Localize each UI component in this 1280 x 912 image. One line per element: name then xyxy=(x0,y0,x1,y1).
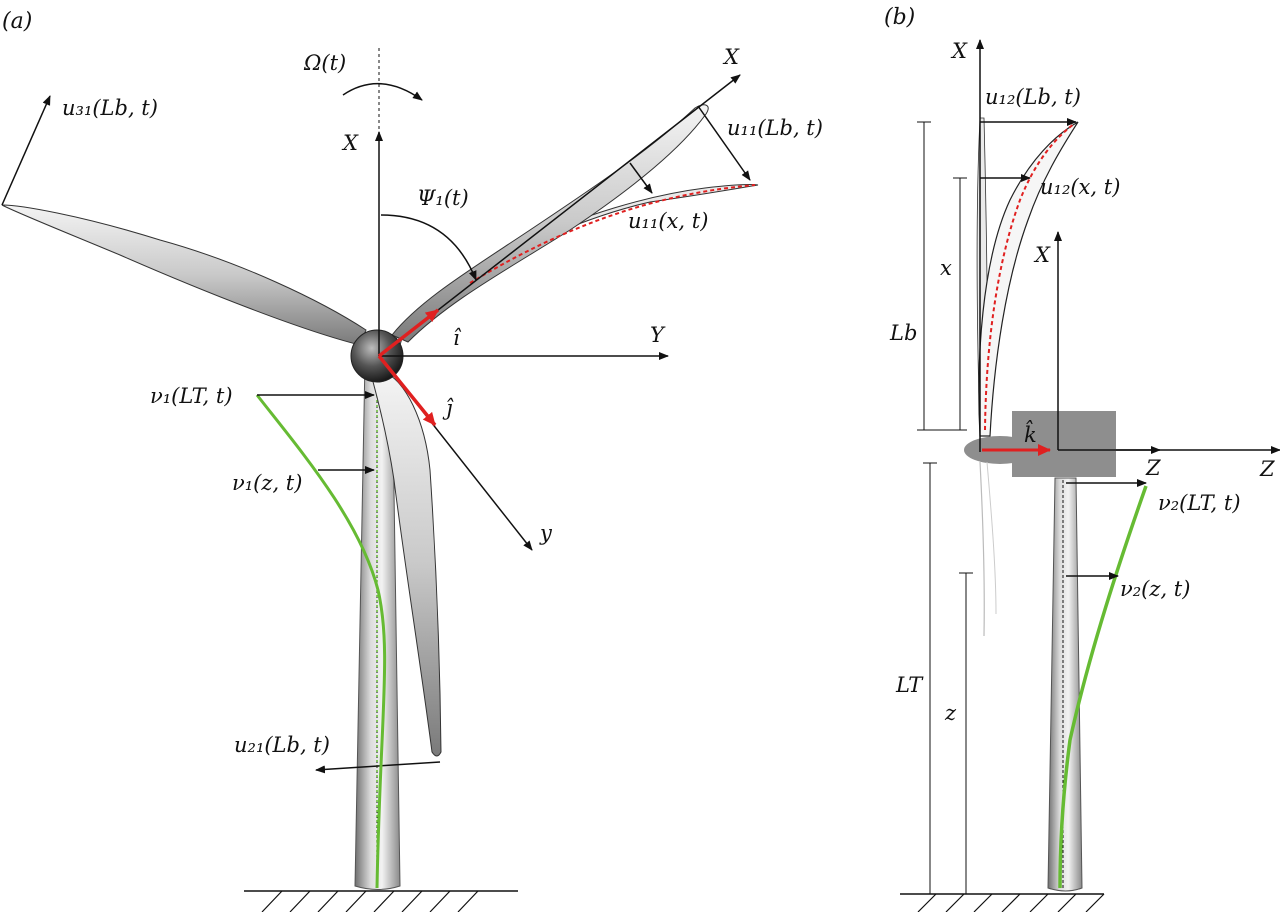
i-hat-vector xyxy=(377,308,440,358)
panel-a: (a) Ω(t) X Y X xyxy=(1,9,823,912)
v1-z-label: ν₁(z, t) xyxy=(232,471,302,495)
u21-tip-arrow xyxy=(315,761,441,774)
z-dimension xyxy=(959,572,973,894)
lb-dimension-label: Lb xyxy=(889,321,917,345)
x-axis-label-a: X xyxy=(341,131,359,155)
x-dimension xyxy=(953,177,967,430)
psi-arrow xyxy=(380,214,477,281)
u21-tip-label: u₂₁(Lb, t) xyxy=(234,733,330,757)
v1-top-label: ν₁(LT, t) xyxy=(150,384,233,408)
blade-y-axis-label: y xyxy=(539,521,553,545)
panel-b-label: (b) xyxy=(884,5,915,30)
u11-tip-arrow xyxy=(697,105,751,181)
x-axis-nacelle-label: X xyxy=(1033,243,1051,267)
panel-a-label: (a) xyxy=(2,9,32,34)
ground-b xyxy=(900,893,1105,912)
lt-dimension xyxy=(923,462,937,894)
k-hat-label: k̂ xyxy=(1024,420,1037,447)
lb-dimension xyxy=(917,121,967,431)
blade-side-deflected-centerline xyxy=(984,123,1075,431)
lt-dimension-label: LT xyxy=(895,673,924,697)
z-axis-long-label: Z xyxy=(1259,457,1275,481)
j-hat-vector xyxy=(377,354,437,427)
panel-b: (b) X X Z Z k̂ u₁ xyxy=(884,5,1280,912)
z-dimension-label: z xyxy=(944,701,957,725)
omega-arrow xyxy=(342,83,423,101)
blade-2 xyxy=(371,371,442,757)
tower-deflection-curve-b xyxy=(1058,485,1148,889)
blade-x-axis xyxy=(378,74,741,357)
omega-label: Ω(t) xyxy=(303,51,346,75)
u31-tip-arrow xyxy=(1,95,51,206)
u11-x-label: u₁₁(x, t) xyxy=(628,209,708,233)
blade-side-deflected xyxy=(978,121,1079,437)
j-hat-label: ĵ xyxy=(442,396,454,420)
blade-lower-edge-2 xyxy=(986,461,997,615)
u12-tip-label: u₁₂(Lb, t) xyxy=(985,85,1081,109)
blade-1-deflected-centerline xyxy=(469,184,756,284)
tower-b xyxy=(1047,477,1083,892)
u31-tip-label: u₃₁(Lb, t) xyxy=(62,96,158,120)
z-axis-short-label: Z xyxy=(1145,456,1161,480)
blade-x-axis-label: X xyxy=(722,45,740,69)
v2-top-label: ν₂(LT, t) xyxy=(1158,491,1241,515)
y-axis-label-a: Y xyxy=(650,323,666,347)
ground-a xyxy=(244,890,518,912)
x-axis-label-b: X xyxy=(950,39,968,63)
blade-lower-edge xyxy=(979,461,985,637)
psi-label: Ψ₁(t) xyxy=(417,186,469,210)
u12-x-label: u₁₂(x, t) xyxy=(1040,175,1120,199)
x-dimension-label: x xyxy=(940,256,952,280)
u11-tip-label: u₁₁(Lb, t) xyxy=(727,116,823,140)
u11-x-arrow xyxy=(629,162,653,194)
i-hat-label: î xyxy=(453,326,462,350)
blade-3 xyxy=(1,204,367,346)
tower-deflection-curve-a xyxy=(255,394,387,889)
v2-z-label: ν₂(z, t) xyxy=(1120,577,1190,601)
tower-a xyxy=(354,359,401,890)
